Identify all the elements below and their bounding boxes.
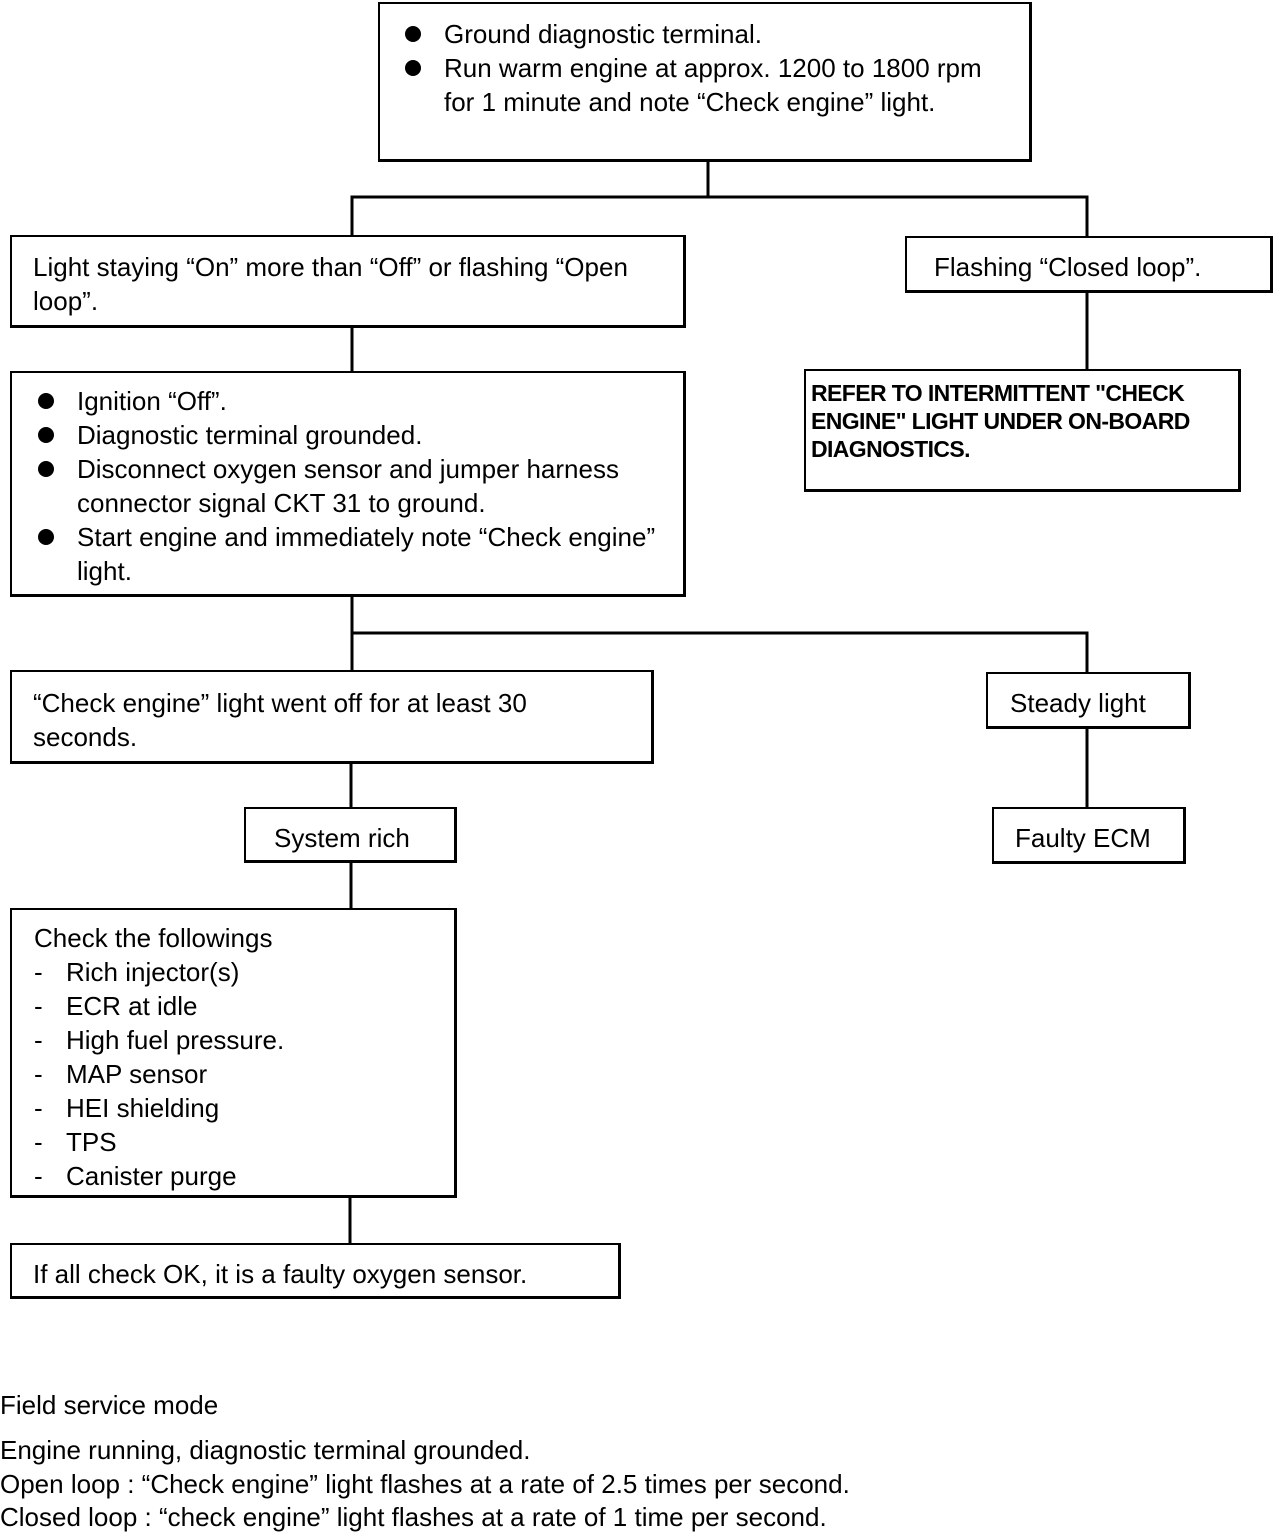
flashing-closed-loop-text: Flashing “Closed loop”. [934,252,1202,282]
bullet-icon [38,461,54,477]
flashing-closed-loop-box: Flashing “Closed loop”. [905,236,1273,293]
light-on-open-loop-text: Light staying “On” more than “Off” or fl… [33,252,628,316]
steady-light-text: Steady light [1010,688,1146,718]
ignition-steps-box: Ignition “Off”. Diagnostic terminal grou… [10,371,686,597]
ignition-step: Disconnect oxygen sensor and jumper harn… [35,452,669,520]
system-rich-text: System rich [274,823,410,853]
check-item: -High fuel pressure. [34,1025,285,1055]
footer-line-engine-running: Engine running, diagnostic terminal grou… [0,1435,531,1465]
start-step: Ground diagnostic terminal. [402,17,1011,51]
check-item: -Canister purge [34,1161,237,1191]
check-list-box: Check the followings -Rich injector(s) -… [10,908,457,1198]
check-item: -MAP sensor [34,1059,208,1089]
start-box: Ground diagnostic terminal. Run warm eng… [378,2,1032,162]
faulty-ecm-box: Faulty ECM [992,807,1186,864]
bullet-icon [38,529,54,545]
ignition-step: Diagnostic terminal grounded. [35,418,669,452]
refer-intermittent-text: REFER TO INTERMITTENT "CHECK ENGINE" LIG… [811,380,1190,462]
refer-intermittent-box: REFER TO INTERMITTENT "CHECK ENGINE" LIG… [804,369,1241,492]
light-went-off-box: “Check engine” light went off for at lea… [10,670,654,764]
ignition-step: Start engine and immediately note “Check… [35,520,669,588]
steady-light-box: Steady light [986,672,1191,729]
check-list-heading: Check the followings [34,923,273,953]
final-result-text: If all check OK, it is a faulty oxygen s… [33,1259,528,1289]
system-rich-box: System rich [244,807,457,863]
check-item: -HEI shielding [34,1093,220,1123]
check-item: -TPS [34,1127,117,1157]
footer-line-open-loop: Open loop : “Check engine” light flashes… [0,1469,850,1499]
bullet-icon [405,26,421,42]
bullet-icon [38,393,54,409]
footer-line-closed-loop: Closed loop : “check engine” light flash… [0,1502,827,1532]
check-item: -Rich injector(s) [34,957,240,987]
light-on-open-loop-box: Light staying “On” more than “Off” or fl… [10,235,686,328]
field-service-title: Field service mode [0,1390,219,1420]
final-result-box: If all check OK, it is a faulty oxygen s… [10,1243,621,1299]
start-step: Run warm engine at approx. 1200 to 1800 … [402,51,1011,119]
light-went-off-text: “Check engine” light went off for at lea… [33,688,527,752]
check-item: -ECR at idle [34,991,198,1021]
bullet-icon [405,60,421,76]
faulty-ecm-text: Faulty ECM [1015,823,1151,853]
bullet-icon [38,427,54,443]
ignition-step: Ignition “Off”. [35,384,669,418]
